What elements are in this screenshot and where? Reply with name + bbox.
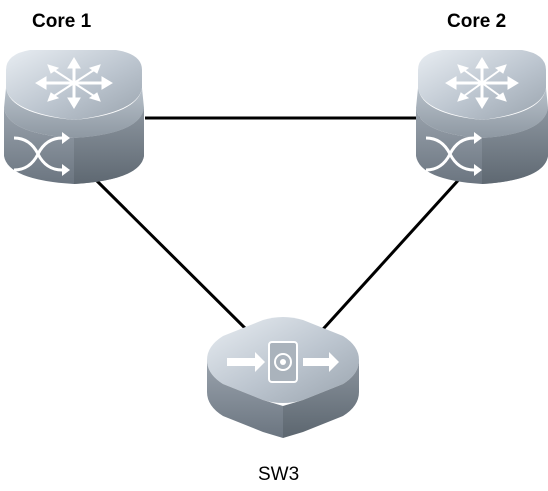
links — [94, 116, 465, 340]
link-core2-sw3 — [313, 173, 465, 340]
core1-switching-icon — [13, 132, 70, 176]
sw3-forwarding-icon — [227, 341, 339, 383]
core2-switching-icon — [425, 132, 482, 176]
sw3-switch-icon[interactable] — [207, 317, 359, 438]
link-core1-sw3 — [94, 178, 257, 340]
core2-label: Core 2 — [447, 11, 506, 32]
core1-arrows-icon — [35, 57, 113, 109]
core2-arrows-icon — [445, 57, 519, 109]
core1-label: Core 1 — [32, 11, 92, 32]
core1-switch-icon[interactable] — [4, 50, 144, 184]
core2-switch-icon[interactable] — [416, 50, 548, 184]
sw3-label: SW3 — [258, 464, 299, 485]
